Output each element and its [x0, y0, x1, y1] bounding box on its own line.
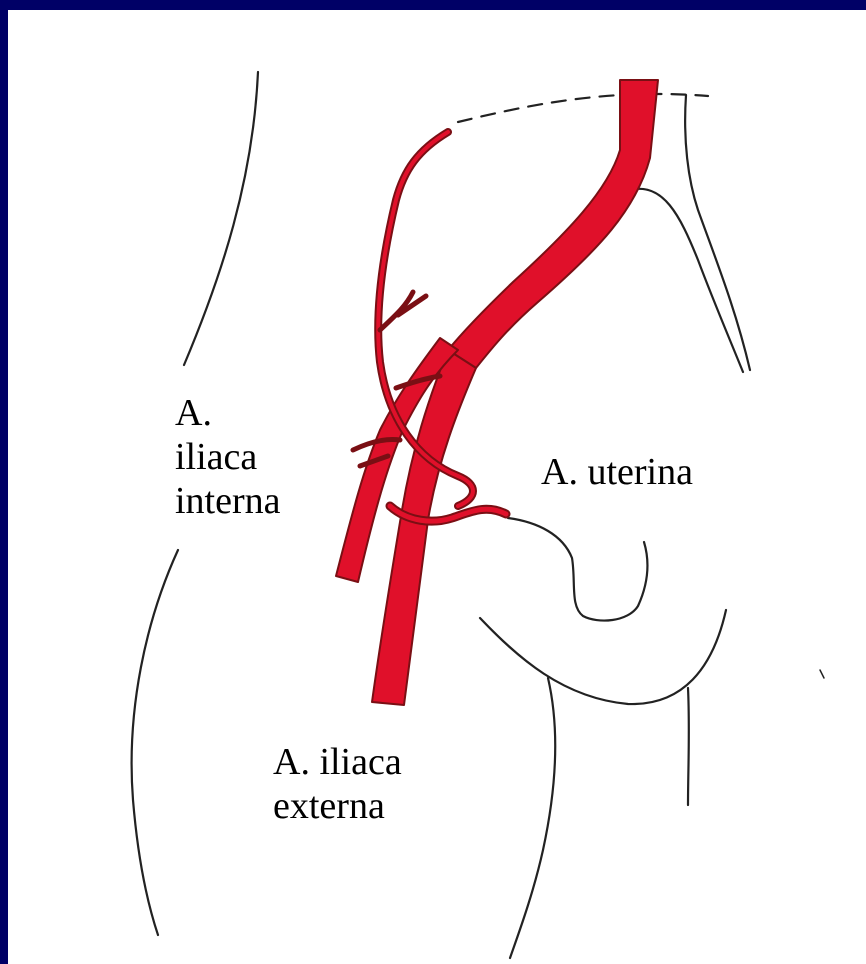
body-outline-left-upper: [184, 72, 258, 365]
diagram-canvas: A. iliaca interna A. uterina A. iliaca e…: [8, 10, 866, 964]
pelvic-artery-illustration: [8, 10, 866, 964]
artery-common-iliac: [448, 80, 658, 368]
label-uterina: A. uterina: [541, 450, 693, 494]
uterus-outline: [508, 518, 647, 621]
body-outline-right: [685, 95, 750, 370]
thigh-outline-right: [688, 688, 689, 805]
artery-branch-upper: [380, 292, 426, 330]
body-outline-left-lower: [132, 550, 178, 935]
label-iliaca-externa: A. iliaca externa: [273, 740, 402, 828]
label-iliaca-interna: A. iliaca interna: [175, 391, 281, 523]
thigh-outline-left: [510, 678, 555, 958]
edge-mark-right: [820, 670, 824, 678]
body-outline-top-dashed: [458, 94, 708, 122]
pelvic-brim: [630, 189, 743, 372]
